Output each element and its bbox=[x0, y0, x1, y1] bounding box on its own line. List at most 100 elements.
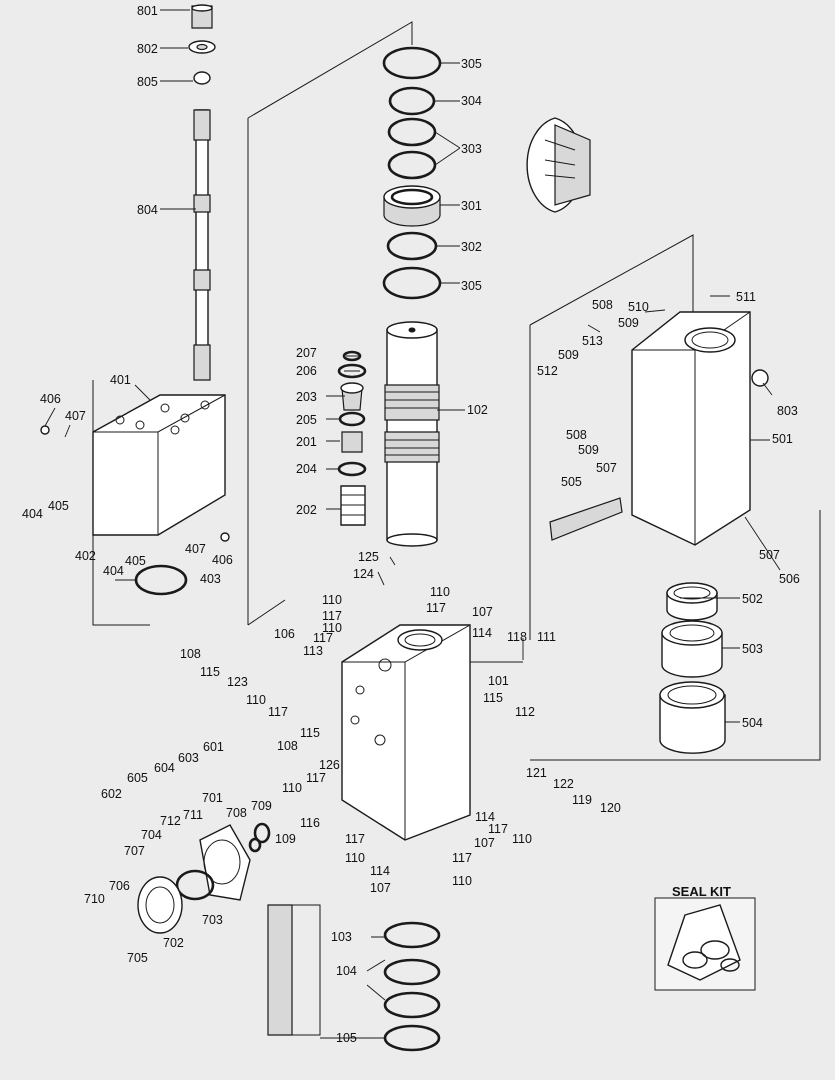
label-505: 505 bbox=[561, 475, 582, 489]
label-509-c: 509 bbox=[578, 443, 599, 457]
label-124: 124 bbox=[353, 567, 374, 581]
label-122: 122 bbox=[553, 777, 574, 791]
label-115-c: 115 bbox=[483, 691, 503, 705]
label-117-e: 117 bbox=[306, 771, 326, 785]
label-110-e: 110 bbox=[282, 781, 302, 795]
label-406-left: 406 bbox=[40, 392, 61, 406]
label-802: 802 bbox=[137, 42, 158, 56]
label-302: 302 bbox=[461, 240, 482, 254]
left-valve-block bbox=[40, 394, 230, 596]
label-120: 120 bbox=[600, 801, 621, 815]
label-206: 206 bbox=[296, 364, 317, 378]
seal-section-detail bbox=[526, 117, 591, 213]
label-203: 203 bbox=[296, 390, 317, 404]
label-405-left: 405 bbox=[48, 499, 69, 513]
seal-kit-box bbox=[654, 897, 756, 991]
label-107-mid: 107 bbox=[474, 836, 495, 850]
seal-kit-title: SEAL KIT bbox=[672, 884, 731, 899]
label-114-mid: 114 bbox=[475, 810, 495, 824]
label-107-top: 107 bbox=[472, 605, 493, 619]
label-116: 116 bbox=[300, 816, 320, 830]
label-402: 402 bbox=[75, 549, 96, 563]
label-305-top: 305 bbox=[461, 57, 482, 71]
label-102: 102 bbox=[467, 403, 488, 417]
label-513: 513 bbox=[582, 334, 603, 348]
label-301: 301 bbox=[461, 199, 482, 213]
label-705: 705 bbox=[127, 951, 148, 965]
bottom-seals bbox=[267, 904, 441, 1052]
label-701: 701 bbox=[202, 791, 223, 805]
label-117-a: 117 bbox=[322, 609, 342, 623]
label-108-bottom: 108 bbox=[277, 739, 298, 753]
label-602: 602 bbox=[101, 787, 122, 801]
label-304: 304 bbox=[461, 94, 482, 108]
upper-assembly-outline bbox=[247, 21, 413, 626]
label-110-c: 110 bbox=[430, 585, 450, 599]
label-205: 205 bbox=[296, 413, 317, 427]
label-804: 804 bbox=[137, 203, 158, 217]
label-805: 805 bbox=[137, 75, 158, 89]
label-404-right: 404 bbox=[103, 564, 124, 578]
label-110-h: 110 bbox=[452, 874, 472, 888]
label-115-a: 115 bbox=[200, 665, 220, 679]
label-126: 126 bbox=[319, 758, 340, 772]
label-403: 403 bbox=[200, 572, 221, 586]
label-507-bottom: 507 bbox=[759, 548, 780, 562]
label-117-d: 117 bbox=[268, 705, 288, 719]
label-121: 121 bbox=[526, 766, 547, 780]
label-406-right: 406 bbox=[212, 553, 233, 567]
label-404-left: 404 bbox=[22, 507, 43, 521]
label-512: 512 bbox=[537, 364, 558, 378]
label-501: 501 bbox=[772, 432, 793, 446]
valve-stack bbox=[337, 350, 367, 526]
label-207: 207 bbox=[296, 346, 317, 360]
label-104: 104 bbox=[336, 964, 357, 978]
label-112: 112 bbox=[515, 705, 535, 719]
label-119: 119 bbox=[572, 793, 592, 807]
label-506: 506 bbox=[779, 572, 800, 586]
label-117-h: 117 bbox=[452, 851, 472, 865]
label-117-g: 117 bbox=[345, 832, 365, 846]
label-803: 803 bbox=[777, 404, 798, 418]
label-110-a: 110 bbox=[322, 593, 342, 607]
label-204: 204 bbox=[296, 462, 317, 476]
label-709: 709 bbox=[251, 799, 272, 813]
label-503: 503 bbox=[742, 642, 763, 656]
label-202: 202 bbox=[296, 503, 317, 517]
main-body bbox=[341, 624, 471, 841]
label-105: 105 bbox=[336, 1031, 357, 1045]
label-704: 704 bbox=[141, 828, 162, 842]
label-603: 603 bbox=[178, 751, 199, 765]
label-509-a: 509 bbox=[618, 316, 639, 330]
label-502: 502 bbox=[742, 592, 763, 606]
label-401: 401 bbox=[110, 373, 131, 387]
label-110-d: 110 bbox=[246, 693, 266, 707]
label-601: 601 bbox=[203, 740, 224, 754]
label-125: 125 bbox=[358, 550, 379, 564]
label-201: 201 bbox=[296, 435, 317, 449]
label-708: 708 bbox=[226, 806, 247, 820]
label-605: 605 bbox=[127, 771, 148, 785]
label-103: 103 bbox=[331, 930, 352, 944]
label-511: 511 bbox=[736, 290, 756, 304]
label-101: 101 bbox=[488, 674, 509, 688]
label-706: 706 bbox=[109, 879, 130, 893]
main-cylinder bbox=[384, 321, 440, 547]
top-seal-rings bbox=[382, 46, 442, 300]
label-123: 123 bbox=[227, 675, 248, 689]
label-114-bottom: 114 bbox=[370, 864, 390, 878]
label-118: 118 bbox=[507, 630, 527, 644]
label-305-bottom: 305 bbox=[461, 279, 482, 293]
end-cover-assembly bbox=[137, 822, 271, 934]
part-labels: 801 802 805 804 305 304 303 301 302 305 … bbox=[22, 4, 800, 1045]
label-111: 111 bbox=[537, 630, 556, 644]
label-508-bottom: 508 bbox=[566, 428, 587, 442]
label-405-right: 405 bbox=[125, 554, 146, 568]
label-710: 710 bbox=[84, 892, 105, 906]
label-702: 702 bbox=[163, 936, 184, 950]
label-107-bottom: 107 bbox=[370, 881, 391, 895]
label-707: 707 bbox=[124, 844, 145, 858]
label-509-b: 509 bbox=[558, 348, 579, 362]
